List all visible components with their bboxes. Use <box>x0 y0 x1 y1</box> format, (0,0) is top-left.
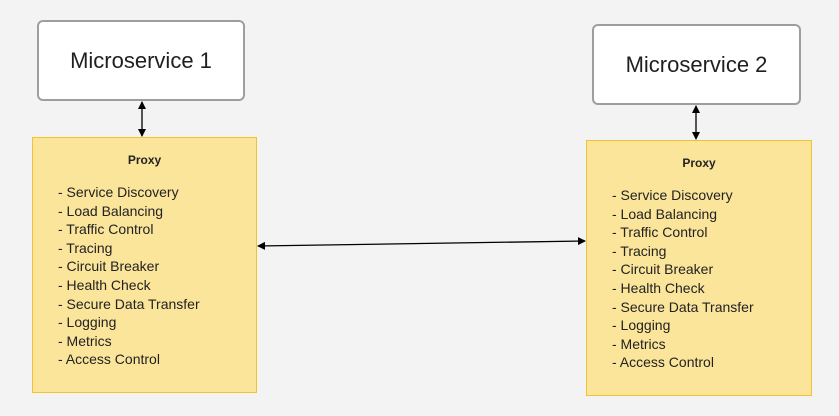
proxy-2-title: Proxy <box>682 156 716 170</box>
proxy-feature: - Secure Data Transfer <box>58 295 200 312</box>
proxy-feature: - Secure Data Transfer <box>612 298 754 315</box>
proxy-feature: - Logging <box>612 317 671 334</box>
proxy-feature: - Health Check <box>612 279 705 296</box>
proxy-1-box: Proxy - Service Discovery - Load Balanci… <box>32 137 257 393</box>
proxy-feature: - Logging <box>58 314 117 331</box>
proxy1-proxy2-arrow <box>257 237 586 250</box>
proxy-feature: - Service Discovery <box>58 184 179 200</box>
proxy-feature: - Metrics <box>58 332 112 349</box>
proxy-feature: - Access Control <box>612 354 714 371</box>
proxy-feature: - Tracing <box>612 242 667 259</box>
proxy-feature: - Load Balancing <box>612 205 718 222</box>
proxy-feature: - Traffic Control <box>612 224 708 241</box>
proxy-1-title: Proxy <box>127 153 162 167</box>
microservice-2-box: Microservice 2 <box>592 24 801 105</box>
proxy-feature: - Service Discovery <box>612 187 733 203</box>
proxy-feature: - Load Balancing <box>58 202 164 219</box>
proxy-2-box: Proxy - Service Discovery - Load Balanci… <box>586 140 812 396</box>
proxy-1-feature-list: - Service Discovery - Load Balancing - T… <box>33 183 256 369</box>
proxy-feature: - Access Control <box>58 351 160 368</box>
proxy-feature: - Health Check <box>58 276 151 293</box>
proxy-feature: - Traffic Control <box>58 221 154 238</box>
proxy-feature: - Tracing <box>58 239 113 256</box>
microservice-1-box: Microservice 1 <box>37 20 245 101</box>
microservice-2-label: Microservice 2 <box>625 51 768 77</box>
proxy-2-feature-list: - Service Discovery - Load Balancing - T… <box>587 186 811 372</box>
proxy-feature: - Circuit Breaker <box>612 261 714 278</box>
proxy-feature: - Metrics <box>612 335 666 352</box>
proxy-feature: - Circuit Breaker <box>58 258 160 275</box>
microservice-1-label: Microservice 1 <box>70 47 212 73</box>
